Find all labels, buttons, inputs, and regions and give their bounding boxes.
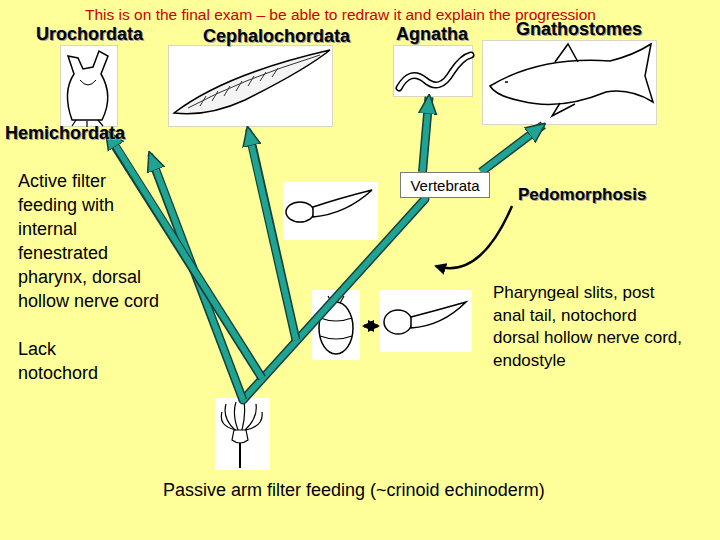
- process-name: Pedomorphosis: [518, 184, 646, 207]
- crinoid-stalk: [239, 440, 241, 468]
- stem-outline: [243, 199, 425, 400]
- trait-note: Pharyngeal slits, post anal tail, notoch…: [493, 282, 685, 372]
- clade-name: Urochordata: [36, 24, 143, 45]
- trait-note: Lack notochord: [18, 338, 108, 386]
- image-panel: [283, 182, 378, 240]
- trait-note: Active filter feeding with internal fene…: [18, 170, 160, 314]
- branch-lines: [107, 129, 425, 400]
- clade-label: Vertebrata: [410, 177, 479, 194]
- group-name: Hemichordata: [5, 122, 125, 146]
- organism-panel: Urochordata: [60, 45, 118, 127]
- connector-line: [481, 125, 543, 172]
- organism-panel: Gnathostomes: [482, 40, 657, 125]
- crinoid-arms: [221, 402, 262, 430]
- larva-bands: [320, 294, 352, 339]
- branch-arrow: [150, 154, 243, 400]
- clade-name: Agnatha: [396, 24, 468, 45]
- branch-arrow: [248, 129, 296, 340]
- clade-box: Vertebrata: [400, 172, 490, 198]
- connector-outline: [481, 125, 543, 172]
- curved-arrow: [436, 206, 512, 268]
- branch-outline: [152, 160, 243, 400]
- trait-note: Passive arm filter feeding (~crinoid ech…: [163, 479, 545, 503]
- branch-outline: [110, 138, 262, 378]
- organism-panel: Agnatha: [393, 45, 473, 97]
- image-panel: [312, 290, 360, 360]
- organism-panel: Cephalochordata: [168, 45, 333, 127]
- larva-tail: [411, 302, 466, 328]
- branch-connector: [423, 97, 430, 172]
- ciliated-larva: [319, 302, 353, 354]
- larva-head: [384, 310, 412, 334]
- double-arrow: [364, 325, 378, 328]
- larva-tail: [313, 190, 372, 217]
- connector-outline: [423, 97, 430, 172]
- connector-line: [423, 97, 430, 172]
- crinoid-cup: [232, 430, 248, 443]
- branch-connector: [481, 125, 543, 172]
- stem: [243, 199, 425, 400]
- branch-outline: [250, 136, 296, 340]
- clade-name: Cephalochordata: [203, 26, 350, 47]
- branch-arrow: [107, 132, 262, 378]
- slide-title: This is on the final exam – be able to r…: [85, 5, 596, 26]
- image-panel: [380, 290, 472, 352]
- image-panel: [215, 398, 270, 470]
- larva-head: [286, 202, 314, 222]
